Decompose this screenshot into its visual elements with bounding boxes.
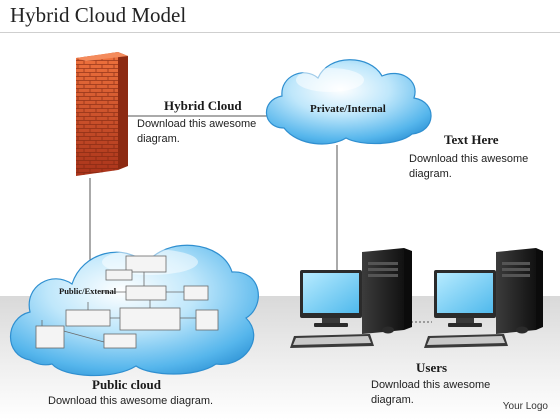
page-title: Hybrid Cloud Model <box>10 3 187 27</box>
text-here-description: Download this awesome diagram. <box>409 153 529 180</box>
users-heading: Users <box>416 360 448 375</box>
computer-icon <box>424 248 543 348</box>
users-description: Download this awesome diagram. <box>371 379 491 406</box>
flowchart-icon <box>35 255 219 349</box>
computer-icon <box>290 248 412 348</box>
firewall-icon <box>76 52 128 176</box>
private-cloud-label: Private/Internal <box>310 103 386 115</box>
hybrid-cloud-heading: Hybrid Cloud <box>164 98 242 113</box>
hybrid-cloud-description: Download this awesome diagram. <box>137 118 257 145</box>
logo-placeholder: Your Logo <box>502 401 548 412</box>
public-cloud-heading: Public cloud <box>92 377 161 392</box>
public-cloud-label: Public/External <box>59 286 117 296</box>
text-here-heading: Text Here <box>444 132 499 147</box>
public-cloud-description: Download this awesome diagram. <box>48 395 214 407</box>
title-divider <box>0 32 560 33</box>
private-cloud-icon <box>265 59 432 145</box>
